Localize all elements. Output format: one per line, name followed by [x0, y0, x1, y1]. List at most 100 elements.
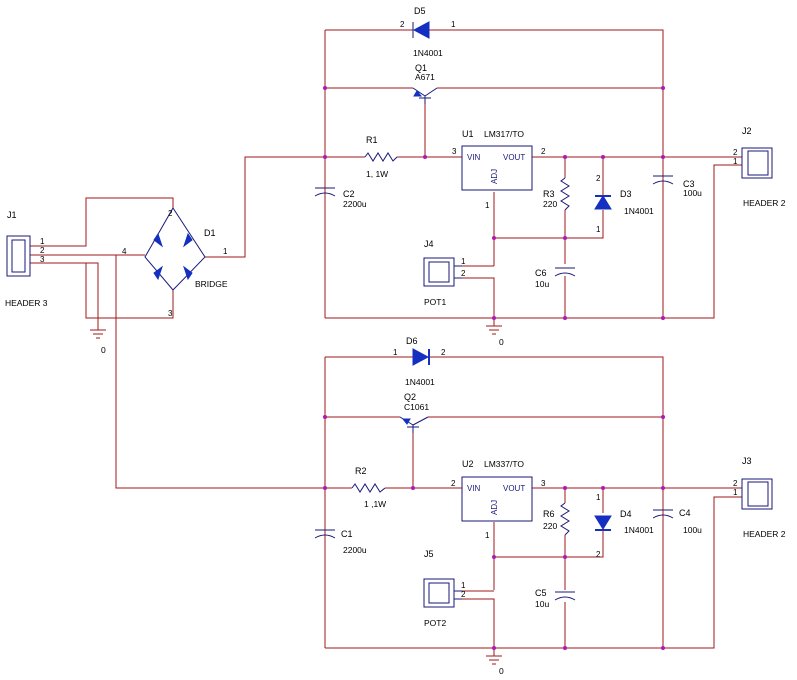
j1-pin-1: 1	[40, 237, 45, 246]
d4-pin-bot: 2	[596, 550, 601, 559]
u1-pin-in: 3	[452, 147, 457, 156]
r6-value: 220	[543, 521, 557, 531]
d4-ref: D4	[620, 509, 632, 519]
c2-ref: C2	[343, 189, 355, 199]
u2-part: LM337/TO	[484, 459, 524, 469]
j5-pin-2: 2	[461, 590, 466, 599]
junctions-upper	[323, 86, 665, 320]
q1-value: A671	[415, 72, 435, 82]
ground-symbol-lower: 0	[486, 655, 504, 676]
d3-pin-top: 2	[596, 174, 601, 183]
connector-j5: J5 POT2 1 2	[423, 549, 466, 628]
d5-pin-a: 2	[400, 20, 405, 29]
capacitor-c3: C3 100u	[652, 175, 702, 198]
u2-pin-in: 2	[451, 479, 456, 488]
diode-d6: D6 1N4001 1 2	[393, 336, 446, 387]
d6-value: 1N4001	[405, 377, 435, 387]
resistor-r3: R3 220	[543, 177, 570, 211]
d5-ref: D5	[414, 6, 426, 16]
q1-ref: Q1	[415, 63, 427, 73]
capacitor-c2: C2 2200u	[314, 187, 367, 209]
capacitor-c1: C1 2200u	[314, 529, 367, 555]
capacitor-c5: C5 10u	[535, 588, 576, 609]
c5-value: 10u	[535, 599, 549, 609]
lower-supply: D6 1N4001 1 2 Q2 C1061 R2 1 ,1W C1 2200u	[314, 336, 786, 676]
c4-ref: C4	[679, 508, 691, 518]
j4-pin-2: 2	[461, 269, 466, 278]
d3-ref: D3	[620, 189, 632, 199]
ground-symbol-upper: 0	[486, 325, 504, 347]
u2-ref: U2	[462, 459, 474, 469]
wires	[30, 29, 742, 656]
d6-pin-a: 1	[393, 348, 398, 357]
j1-ref: J1	[7, 210, 17, 220]
regulator-u1: U1 LM317/TO VIN VOUT ADJ 3 2 1	[452, 129, 546, 210]
regulator-u2: U2 LM337/TO VIN VOUT ADJ 2 3 1	[451, 459, 546, 540]
j1-pin-2: 2	[40, 246, 45, 255]
j4-ref: J4	[424, 239, 434, 249]
j5-value: POT2	[424, 618, 446, 628]
d6-ref: D6	[406, 336, 418, 346]
d4-pin-top: 1	[596, 493, 601, 502]
c6-ref: C6	[535, 268, 547, 278]
u2-adj: ADJ	[490, 500, 499, 515]
capacitor-c6: C6 10u	[535, 267, 576, 289]
r6-ref: R6	[543, 509, 555, 519]
bridge-rectifier-d1: D1 BRIDGE 1 2 3 4	[122, 207, 228, 318]
j3-pin-2: 2	[733, 479, 738, 488]
capacitor-c4: C4 100u	[652, 508, 702, 535]
connector-j1: J1 HEADER 3 1 2 3	[5, 210, 48, 308]
j3-value: HEADER 2	[743, 529, 786, 539]
d3-value: 1N4001	[624, 206, 654, 216]
j2-value: HEADER 2	[743, 198, 786, 208]
bridge-pin-2: 2	[168, 209, 173, 218]
c1-value: 2200u	[343, 545, 367, 555]
d5-pin-k: 1	[451, 20, 456, 29]
q2-value: C1061	[404, 402, 429, 412]
u1-vout: VOUT	[503, 153, 525, 162]
d6-pin-k: 2	[441, 348, 446, 357]
u1-pin-out: 2	[541, 147, 546, 156]
diode-d3: D3 1N4001 2 1	[594, 174, 654, 234]
c4-value: 100u	[683, 525, 702, 535]
upper-supply: D5 1N4001 2 1 Q1 A671 R1 1, 1W C2 2200u	[314, 6, 786, 347]
j3-ref: J3	[742, 456, 752, 466]
r2-value: 1 ,1W	[364, 499, 386, 509]
resistor-r2: R2 1 ,1W	[351, 466, 386, 509]
u1-ref: U1	[462, 129, 474, 139]
transistor-q2: Q2 C1061	[399, 392, 429, 433]
c6-value: 10u	[535, 279, 549, 289]
r1-ref: R1	[366, 135, 378, 145]
j4-value: POT1	[424, 297, 446, 307]
bridge-ref: D1	[204, 228, 216, 238]
ground-label-lower: 0	[499, 666, 504, 676]
q2-ref: Q2	[404, 392, 416, 402]
j5-pin-1: 1	[461, 581, 466, 590]
u1-pin-adj: 1	[485, 201, 490, 210]
j3-pin-1: 1	[733, 488, 738, 497]
j2-pin-1: 1	[733, 157, 738, 166]
u2-pin-out: 3	[541, 479, 546, 488]
resistor-r6: R6 220	[543, 502, 570, 536]
j1-pin-3: 3	[40, 255, 45, 264]
d5-value: 1N4001	[413, 48, 443, 58]
ground-label-upper: 0	[499, 337, 504, 347]
j4-pin-1: 1	[461, 257, 466, 266]
ground-symbol-j1: 0	[90, 329, 106, 355]
j1-value: HEADER 3	[5, 298, 48, 308]
u2-vout: VOUT	[503, 484, 525, 493]
transistor-q1: Q1 A671	[412, 63, 438, 104]
c1-ref: C1	[341, 529, 353, 539]
r2-ref: R2	[355, 466, 367, 476]
r1-value: 1, 1W	[366, 169, 388, 179]
c3-value: 100u	[683, 188, 702, 198]
d3-pin-bot: 1	[596, 225, 601, 234]
u2-pin-adj: 1	[485, 531, 490, 540]
c3-ref: C3	[683, 179, 695, 189]
connector-j3: J3 HEADER 2 2 1	[733, 456, 786, 539]
c5-ref: C5	[535, 588, 547, 598]
u2-vin: VIN	[467, 484, 481, 493]
u1-part: LM317/TO	[484, 129, 524, 139]
c2-value: 2200u	[343, 199, 367, 209]
